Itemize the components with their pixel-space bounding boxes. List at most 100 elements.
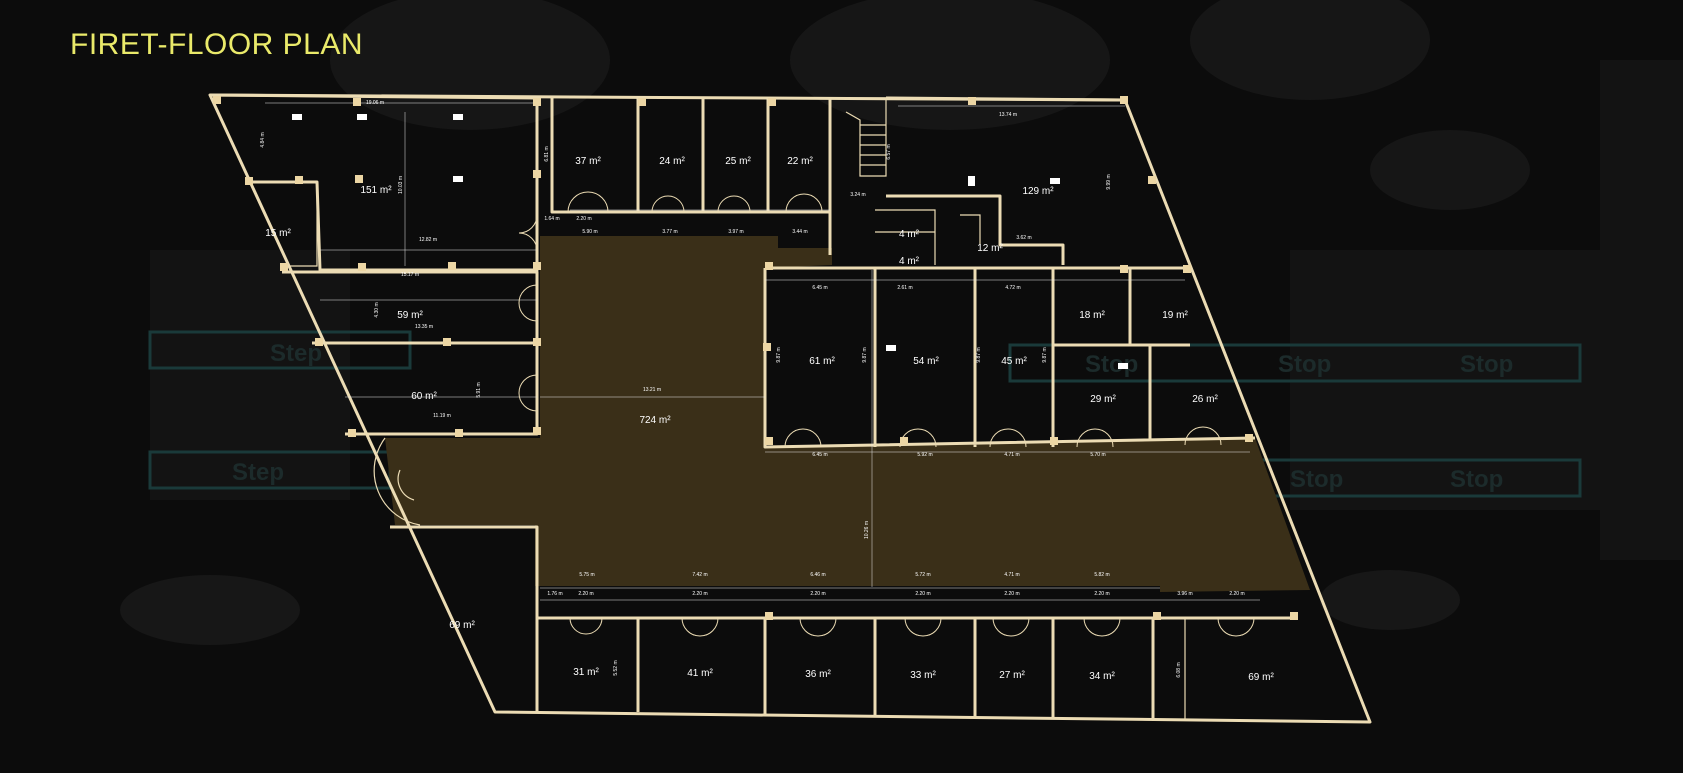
room-label-54: 54 m² xyxy=(913,356,939,367)
room-label-31: 31 m² xyxy=(573,667,599,678)
dim-label: 2.20 m xyxy=(1004,591,1019,597)
dim-label: 9.99 m xyxy=(1106,174,1112,189)
dim-label: 6.45 m xyxy=(812,452,827,458)
dim-label: 7.42 m xyxy=(692,572,707,578)
markers xyxy=(292,114,1128,369)
dim-label: 10.26 m xyxy=(864,521,870,539)
sign-box xyxy=(148,330,412,370)
room-label-60: 60 m² xyxy=(411,391,437,402)
room-label-24: 24 m² xyxy=(659,156,685,167)
room-label-37: 37 m² xyxy=(575,156,601,167)
dim-label: 6.46 m xyxy=(810,572,825,578)
dim-label: 6.57 m xyxy=(886,144,892,159)
dim-label: 2.20 m xyxy=(576,216,591,222)
dim-label: 13.35 m xyxy=(415,324,433,330)
room-label-36: 36 m² xyxy=(805,669,831,680)
dim-label: 4.84 m xyxy=(260,132,266,147)
dim-label: 2.20 m xyxy=(1094,591,1109,597)
room-label-4a: 4 m² xyxy=(899,229,920,240)
dim-label: 4.30 m xyxy=(374,302,380,317)
dim-label: 3.77 m xyxy=(662,229,677,235)
dim-label: 5.75 m xyxy=(579,572,594,578)
room-label-26: 26 m² xyxy=(1192,394,1218,405)
room-label-129: 129 m² xyxy=(1022,186,1054,197)
background-shop-signs: Step Stop Stop Stop Step Stop Stop xyxy=(148,330,1582,498)
room-label-18: 18 m² xyxy=(1079,310,1105,321)
room-label-4b: 4 m² xyxy=(899,256,920,267)
plan-title: FIRET-FLOOR PLAN xyxy=(70,28,364,61)
dim-label: 3.24 m xyxy=(850,192,865,198)
wall-wc xyxy=(875,209,981,265)
wall-mid-right xyxy=(763,266,1256,449)
dim-label: 9.87 m xyxy=(1042,347,1048,362)
wall-top-shops xyxy=(550,98,832,255)
wall-129 xyxy=(885,96,1126,265)
dim-label: 13.21 m xyxy=(643,387,661,393)
dim-label: 3.97 m xyxy=(728,229,743,235)
dim-label: 2.61 m xyxy=(897,285,912,291)
dim-label: 13.74 m xyxy=(999,112,1017,118)
room-label-33: 33 m² xyxy=(910,670,936,681)
dim-label: 1.76 m xyxy=(547,591,562,597)
dim-label: 9.87 m xyxy=(776,347,782,362)
room-label-29: 29 m² xyxy=(1090,394,1116,405)
dim-label: 1.64 m xyxy=(544,216,559,222)
dim-label: 2.20 m xyxy=(1229,591,1244,597)
dim-label: 4.71 m xyxy=(1004,452,1019,458)
dim-label: 12.82 m xyxy=(419,237,437,243)
room-label-25: 25 m² xyxy=(725,156,751,167)
sign-box xyxy=(1008,343,1582,383)
room-label-151: 151 m² xyxy=(360,185,392,196)
outer-wall xyxy=(208,93,1372,724)
room-label-41: 41 m² xyxy=(687,668,713,679)
dim-label: 5.70 m xyxy=(1090,452,1105,458)
wall-60 xyxy=(312,341,539,436)
room-label-61: 61 m² xyxy=(809,356,835,367)
dim-label: 5.82 m xyxy=(1094,572,1109,578)
wall-bottom-shops xyxy=(537,616,1295,719)
room-label-15: 15 m² xyxy=(265,228,291,239)
dim-label: 11.19 m xyxy=(433,413,451,419)
dim-label: 2.20 m xyxy=(692,591,707,597)
sign-text: Stop xyxy=(1460,351,1513,378)
sign-text: Stop xyxy=(1278,351,1331,378)
room-label-12: 12 m² xyxy=(977,243,1003,254)
room-label-69-left: 69 m² xyxy=(449,620,475,631)
sign-text: Stop xyxy=(1450,466,1503,493)
sign-text: Stop xyxy=(1290,466,1343,493)
room-label-34: 34 m² xyxy=(1089,671,1115,682)
dim-label: 10.03 m xyxy=(398,176,404,194)
sign-text: Step xyxy=(232,459,284,486)
dimension-labels: 19.06 m 4.84 m 10.03 m 12.82 m 6.81 m 1.… xyxy=(260,100,1245,678)
dim-label: 9.87 m xyxy=(862,347,868,362)
dim-label: 4.71 m xyxy=(1004,572,1019,578)
sign-text: Stop xyxy=(1085,351,1138,378)
top-stair-steps xyxy=(860,124,886,166)
dim-label: 9.87 m xyxy=(976,347,982,362)
dim-label: 2.20 m xyxy=(915,591,930,597)
dim-label: 5.52 m xyxy=(613,660,619,675)
room-label-22: 22 m² xyxy=(787,156,813,167)
dim-label: 6.81 m xyxy=(544,146,550,161)
room-label-69-right: 69 m² xyxy=(1248,672,1274,683)
dim-label: 5.91 m xyxy=(476,382,482,397)
spiral-stair-inner xyxy=(397,469,415,501)
dim-label: 3.96 m xyxy=(1177,591,1192,597)
wall-69-left xyxy=(390,525,539,712)
dim-label: 3.62 m xyxy=(1016,235,1031,241)
room-label-59: 59 m² xyxy=(397,310,423,321)
room-label-724: 724 m² xyxy=(639,415,671,426)
dim-label: 2.20 m xyxy=(578,591,593,597)
dim-label: 4.72 m xyxy=(1005,285,1020,291)
background-cars xyxy=(120,570,1460,645)
dim-label: 15.17 m xyxy=(401,272,419,278)
dim-label: 19.06 m xyxy=(366,100,384,106)
dim-label: 2.20 m xyxy=(810,591,825,597)
dim-label: 6.45 m xyxy=(812,285,827,291)
dim-label: 6.08 m xyxy=(1176,662,1182,677)
room-label-27: 27 m² xyxy=(999,670,1025,681)
room-labels: 151 m² 15 m² 37 m² 24 m² 25 m² 22 m² 129… xyxy=(265,156,1274,683)
dim-label: 5.90 m xyxy=(582,229,597,235)
room-label-19: 19 m² xyxy=(1162,310,1188,321)
